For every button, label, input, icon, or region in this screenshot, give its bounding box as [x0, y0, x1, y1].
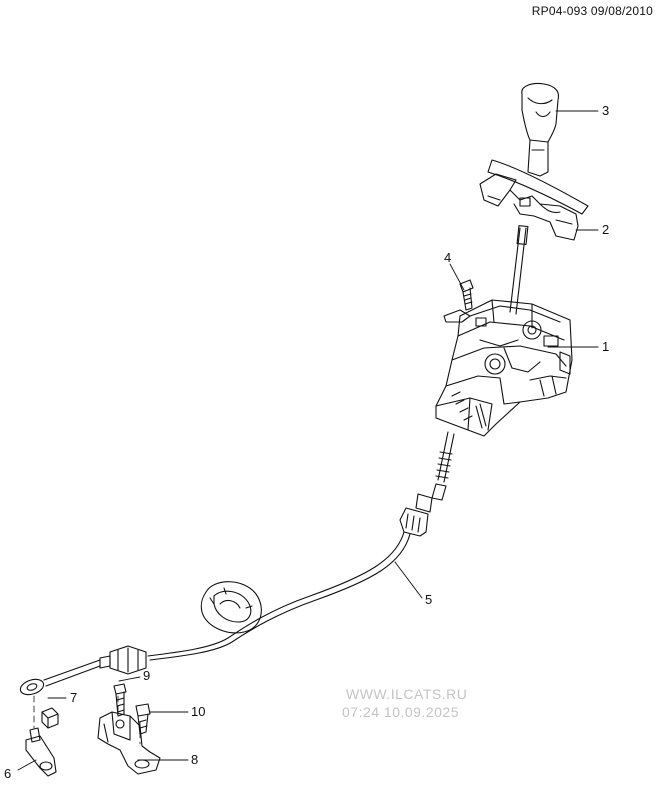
- nut-part-7: [41, 707, 59, 729]
- callout-4: 4: [444, 250, 452, 265]
- shift-cable: [19, 493, 433, 696]
- shifter-shaft: [509, 225, 529, 315]
- bolt-part-9: [113, 683, 127, 717]
- bracket-part-8: [97, 711, 161, 775]
- callout-9: 9: [143, 668, 151, 683]
- callout-10: 10: [191, 704, 206, 719]
- shifter-housing: [435, 299, 573, 437]
- shift-knob: [521, 82, 560, 177]
- document-code: RP04-093 09/08/2010: [531, 4, 653, 18]
- callout-7: 7: [70, 690, 78, 705]
- watermark-site: WWW.ILCATS.RU: [346, 686, 468, 702]
- bolt-part-4: [459, 279, 474, 311]
- callout-1: 1: [602, 339, 610, 354]
- cable-threaded-rod: [431, 431, 455, 501]
- callout-8: 8: [191, 752, 199, 767]
- lever-part-6: [25, 727, 57, 777]
- bolt-part-10: [135, 703, 151, 735]
- callout-2: 2: [602, 222, 610, 237]
- watermark-timestamp: 07:24 10.09.2025: [342, 704, 459, 720]
- shift-bezel: [479, 159, 589, 241]
- callout-3: 3: [602, 103, 610, 118]
- leader-lines: [17, 110, 599, 771]
- callout-5: 5: [425, 592, 433, 607]
- callout-6: 6: [4, 766, 12, 781]
